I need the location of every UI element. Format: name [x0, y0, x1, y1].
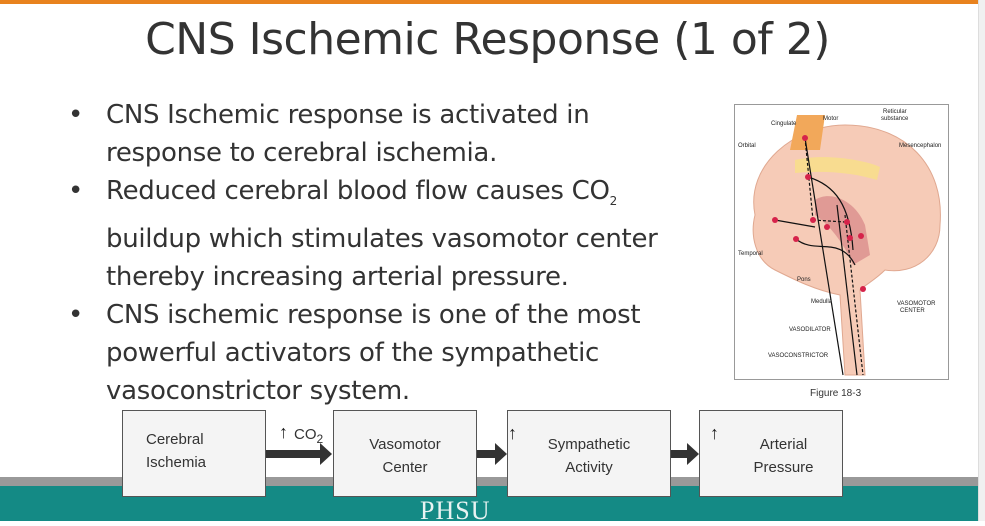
brain-figure: Cingulate Motor Reticular substance Orbi…	[734, 104, 949, 380]
svg-text:CENTER: CENTER	[900, 308, 925, 314]
label-mesencephalon: Mesencephalon	[899, 143, 941, 149]
flow-arrow	[266, 443, 332, 465]
label-orbital: Orbital	[738, 143, 756, 149]
bullet-item: •CNS Ischemic response is activated in r…	[68, 96, 708, 172]
figure-caption: Figure 18-3	[810, 388, 862, 399]
slide-title: CNS Ischemic Response (1 of 2)	[145, 14, 830, 65]
label-vasodilator: VASODILATOR	[789, 327, 831, 333]
up-arrow-icon: ↑	[279, 422, 288, 442]
bullet-item: •Reduced cerebral blood flow causes CO2 …	[68, 172, 708, 296]
label-motor: Motor	[823, 116, 838, 122]
bullet-dot: •	[68, 176, 84, 206]
bullet-item: •CNS ischemic response is one of the mos…	[68, 296, 708, 410]
bullet-dot: •	[68, 300, 84, 331]
label-medulla: Medulla	[811, 299, 833, 305]
flow-arrow	[671, 443, 699, 465]
svg-text:substance: substance	[881, 116, 909, 122]
bullet-list: •CNS Ischemic response is activated in r…	[68, 96, 708, 410]
flow-arrow	[477, 443, 507, 465]
label-vasomotor-center: VASOMOTOR	[897, 301, 936, 307]
label-vasoconstrictor: VASOCONSTRICTOR	[768, 353, 829, 359]
phsu-logo: PHSU	[420, 496, 491, 525]
scrollbar[interactable]	[978, 0, 985, 521]
label-cingulate: Cingulate	[771, 121, 797, 127]
bullet-dot: •	[68, 100, 84, 130]
label-pons: Pons	[797, 277, 811, 283]
label-temporal: Temporal	[738, 251, 763, 257]
up-arrow-icon: ↑	[710, 423, 719, 443]
label-reticular: Reticular	[883, 109, 907, 115]
footer-band	[0, 477, 978, 486]
co2-label: CO2	[294, 426, 324, 446]
top-accent-bar	[0, 0, 978, 4]
up-arrow-icon: ↑	[508, 423, 517, 443]
